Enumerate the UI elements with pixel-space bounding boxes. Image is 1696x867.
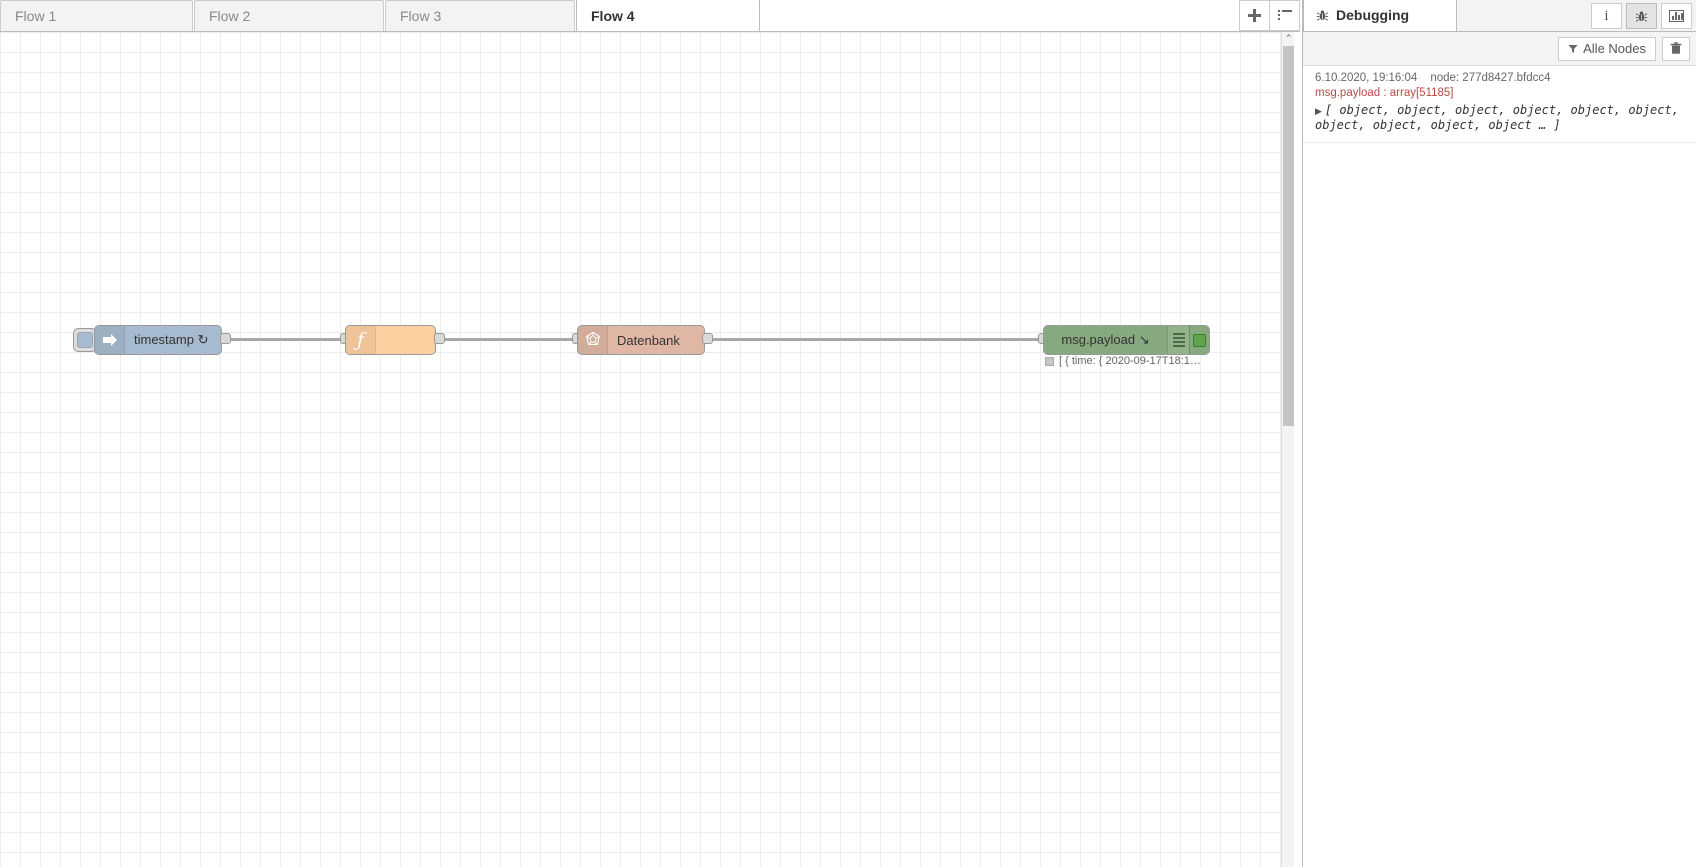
flow-tab-4[interactable]: Flow 4 bbox=[576, 0, 760, 31]
link-function-to-database[interactable] bbox=[440, 338, 577, 341]
sidebar-debug-button[interactable] bbox=[1626, 3, 1657, 29]
node-debug[interactable]: msg.payload ↘ bbox=[1043, 325, 1210, 355]
node-debug-status: [ { time: { 2020-09-17T18:1… bbox=[1045, 355, 1201, 367]
debug-toolbar: Alle Nodes bbox=[1303, 32, 1696, 66]
node-inject-label: timestamp ↻ bbox=[134, 332, 209, 347]
sidebar-info-button[interactable]: i bbox=[1591, 3, 1622, 29]
debug-list-icon[interactable] bbox=[1167, 326, 1189, 354]
link-database-to-debug[interactable] bbox=[709, 338, 1043, 341]
debug-message-value: [ object, object, object, object, object… bbox=[1315, 103, 1679, 133]
debug-filter-button[interactable]: Alle Nodes bbox=[1558, 36, 1656, 61]
debug-message-timestamp: 6.10.2020, 19:16:04 bbox=[1315, 72, 1418, 84]
node-debug-label: msg.payload ↘ bbox=[1061, 332, 1150, 347]
debug-message-body[interactable]: ▶[ object, object, object, object, objec… bbox=[1315, 103, 1686, 134]
chart-icon bbox=[1669, 10, 1684, 22]
flow-tab-4-label: Flow 4 bbox=[591, 7, 635, 24]
database-icon bbox=[585, 331, 600, 346]
debug-message-header: 6.10.2020, 19:16:04 node: 277d8427.bfdcc… bbox=[1315, 72, 1686, 84]
info-icon: i bbox=[1604, 7, 1609, 24]
port-function-output[interactable] bbox=[434, 333, 445, 344]
funnel-icon bbox=[1568, 44, 1578, 53]
port-database-output[interactable] bbox=[702, 333, 713, 344]
function-icon-box: ƒ bbox=[346, 326, 376, 354]
flow-canvas[interactable]: timestamp ↻ ƒ bbox=[0, 32, 1281, 867]
flow-tab-1-label: Flow 1 bbox=[15, 7, 57, 24]
debug-message-topic: msg.payload : array[51185] bbox=[1315, 87, 1454, 99]
debug-bars-icon bbox=[1172, 331, 1185, 349]
sidebar-tab-debug[interactable]: Debugging bbox=[1303, 0, 1457, 31]
sidebar-dashboard-button[interactable] bbox=[1661, 3, 1692, 29]
debug-message-node[interactable]: node: 277d8427.bfdcc4 bbox=[1430, 72, 1551, 84]
editor-pane: Flow 1 Flow 2 Flow 3 Flow 4 bbox=[0, 0, 1300, 867]
port-inject-output[interactable] bbox=[220, 333, 231, 344]
flow-tab-1[interactable]: Flow 1 bbox=[0, 0, 193, 31]
debug-message-list[interactable]: 6.10.2020, 19:16:04 node: 277d8427.bfdcc… bbox=[1303, 66, 1696, 143]
node-debug-status-text: [ { time: { 2020-09-17T18:1… bbox=[1059, 355, 1201, 367]
inject-arrow-icon bbox=[102, 334, 117, 346]
status-dot-icon bbox=[1045, 356, 1054, 366]
node-inject[interactable]: timestamp ↻ bbox=[94, 325, 222, 355]
node-database[interactable]: Datenbank bbox=[577, 325, 705, 355]
node-database-label: Datenbank bbox=[617, 332, 680, 348]
sidebar-pane: Debugging i bbox=[1302, 0, 1696, 867]
sidebar-tab-spacer bbox=[1457, 0, 1591, 31]
debug-clear-button[interactable] bbox=[1662, 36, 1690, 61]
list-flows-button[interactable] bbox=[1269, 0, 1300, 31]
flow-tab-2-label: Flow 2 bbox=[209, 7, 251, 24]
debug-filter-label: Alle Nodes bbox=[1583, 41, 1646, 56]
list-icon bbox=[1277, 10, 1292, 21]
function-icon: ƒ bbox=[356, 328, 365, 351]
inject-trigger-button[interactable] bbox=[73, 328, 97, 352]
debug-message[interactable]: 6.10.2020, 19:16:04 node: 277d8427.bfdcc… bbox=[1303, 66, 1696, 143]
link-inject-to-function[interactable] bbox=[226, 338, 344, 341]
scrollbar-thumb[interactable] bbox=[1283, 46, 1294, 426]
plus-icon bbox=[1248, 9, 1261, 22]
scroll-up-arrow-icon[interactable]: ⌃ bbox=[1284, 33, 1293, 43]
add-flow-button[interactable] bbox=[1239, 0, 1270, 31]
bug-icon bbox=[1316, 10, 1329, 21]
flow-tab-2[interactable]: Flow 2 bbox=[194, 0, 384, 31]
inject-trigger-inner bbox=[77, 332, 93, 348]
sidebar-tab-bar: Debugging i bbox=[1303, 0, 1696, 32]
sidebar-tab-debug-label: Debugging bbox=[1336, 7, 1410, 23]
debug-enable-toggle[interactable] bbox=[1189, 326, 1209, 354]
inject-icon-box bbox=[95, 326, 125, 354]
debug-toggle-square-icon bbox=[1193, 333, 1206, 347]
database-icon-box bbox=[578, 326, 608, 354]
flow-tab-bar: Flow 1 Flow 2 Flow 3 Flow 4 bbox=[0, 0, 1300, 32]
flow-tab-3-label: Flow 3 bbox=[400, 7, 442, 24]
expand-caret-icon[interactable]: ▶ bbox=[1315, 106, 1322, 116]
trash-icon bbox=[1670, 42, 1682, 54]
flow-tab-3[interactable]: Flow 3 bbox=[385, 0, 575, 31]
canvas-vertical-scrollbar[interactable]: ⌃ bbox=[1281, 32, 1294, 867]
tab-bar-spacer bbox=[761, 0, 1240, 31]
bug-icon bbox=[1635, 11, 1648, 22]
node-function[interactable]: ƒ bbox=[345, 325, 436, 355]
